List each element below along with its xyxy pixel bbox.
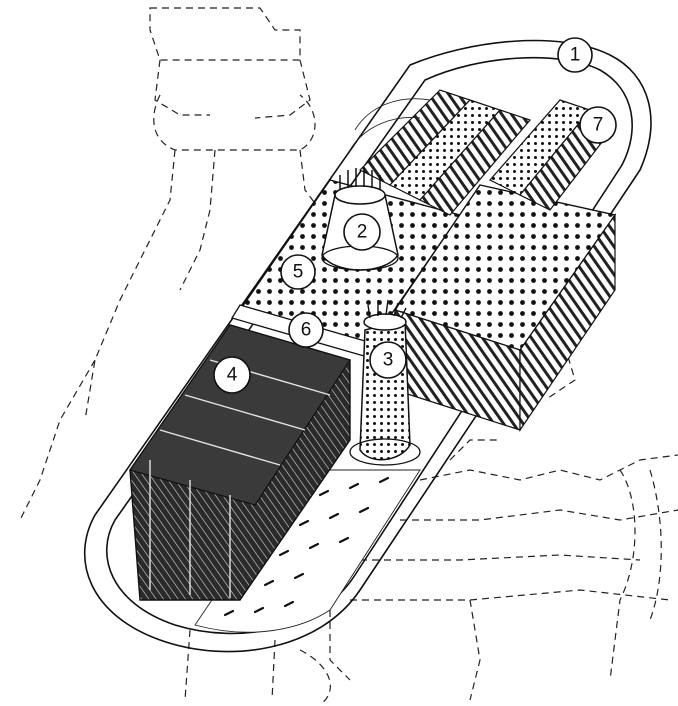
callout-1-label: 1 — [570, 45, 581, 66]
callout-3-label: 3 — [383, 350, 394, 371]
callout-7-label: 7 — [593, 115, 604, 136]
callout-7: 7 — [579, 106, 617, 144]
right-perforated-block — [393, 184, 617, 432]
callout-5-label: 5 — [293, 262, 304, 283]
callout-5: 5 — [280, 254, 316, 290]
callout-6: 6 — [288, 312, 324, 348]
background-piping — [19, 7, 678, 706]
callout-4-label: 4 — [227, 365, 238, 386]
left-finned-bank — [129, 324, 351, 601]
callout-1: 1 — [557, 37, 593, 73]
vessel-shell — [83, 39, 652, 653]
callout-4: 4 — [213, 356, 251, 394]
callout-2-label: 2 — [357, 222, 368, 243]
callout-6-label: 6 — [301, 320, 312, 341]
callout-2: 2 — [343, 213, 381, 251]
callout-3: 3 — [369, 341, 407, 379]
